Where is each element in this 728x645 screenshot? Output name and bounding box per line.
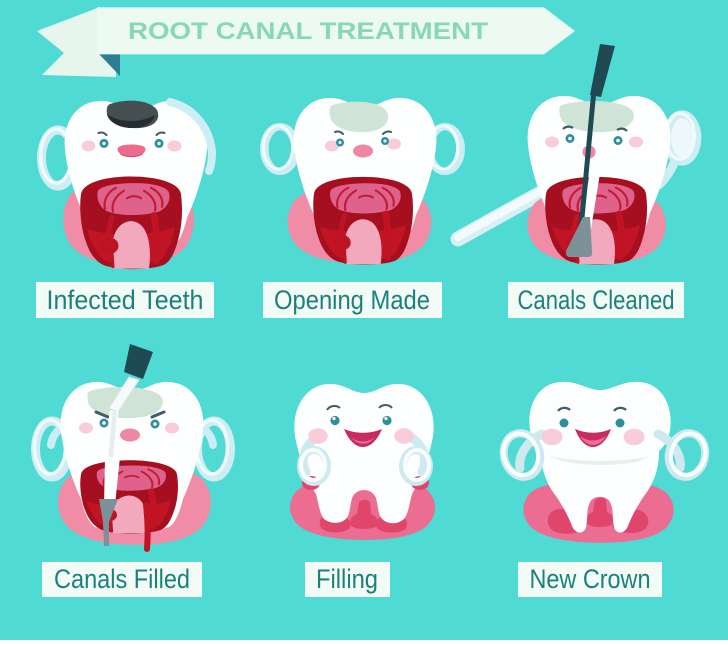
svg-text:New Crown: New Crown xyxy=(530,564,651,594)
svg-text:ROOT CANAL TREATMENT: ROOT CANAL TREATMENT xyxy=(128,18,488,45)
svg-text:Filling: Filling xyxy=(316,564,378,594)
svg-text:Opening Made: Opening Made xyxy=(274,285,430,315)
svg-text:Canals Filled: Canals Filled xyxy=(54,564,190,594)
svg-text:Infected Teeth: Infected Teeth xyxy=(47,285,204,315)
svg-text:Canals Cleaned: Canals Cleaned xyxy=(518,285,675,315)
